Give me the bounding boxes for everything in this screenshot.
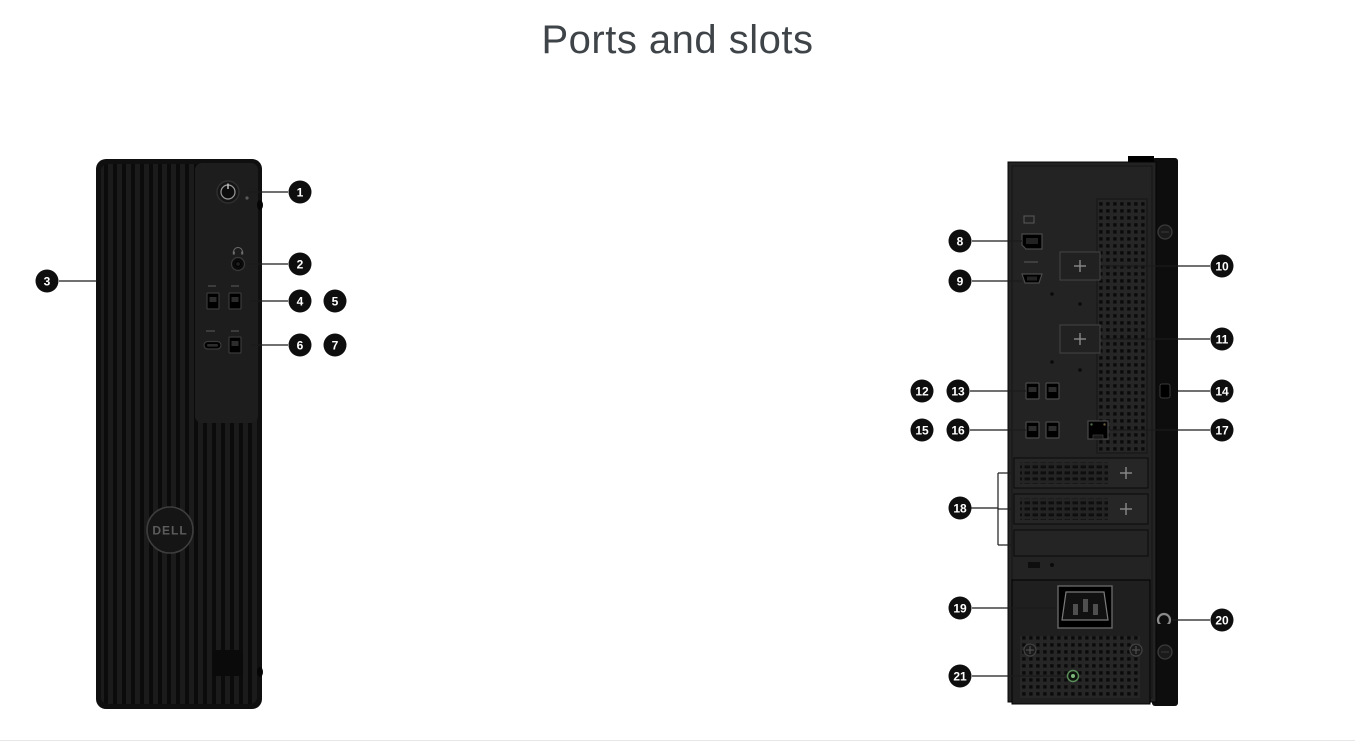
power-supply-area: [1011, 579, 1151, 705]
callout-21: 21: [948, 664, 972, 688]
callout-14: 14: [1210, 379, 1234, 403]
hdmi-icon: [1021, 261, 1043, 284]
front-bottom-panel: [213, 650, 243, 676]
callout-11: 11: [1210, 327, 1234, 351]
callout-8: 8: [948, 229, 972, 253]
callout-10: 10: [1210, 254, 1234, 278]
screw-hole: [1078, 302, 1082, 306]
screw-hole: [1050, 360, 1054, 364]
rear-usb-a-ports-row2: [1025, 421, 1060, 439]
rear-usb-a-ports-row1: [1025, 382, 1060, 400]
callout-17: 17: [1210, 418, 1234, 442]
page-title: Ports and slots: [541, 18, 814, 62]
front-chassis-illustration: DELL: [96, 159, 263, 709]
power-inlet-icon: [1057, 585, 1113, 629]
dell-logo: DELL: [146, 506, 194, 554]
security-lock-slot: [1159, 383, 1171, 399]
callout-1: 1: [288, 180, 312, 204]
expansion-slots: [1013, 457, 1149, 568]
front-usb-c-port: [203, 330, 222, 350]
rear-chassis-illustration: [1007, 156, 1178, 706]
psu-screw: [1023, 643, 1037, 657]
callout-3: 3: [35, 269, 59, 293]
callout-16: 16: [946, 418, 970, 442]
displayport-icon: [1021, 215, 1043, 250]
optional-port-slot: [1059, 251, 1101, 281]
side-screw: [257, 667, 263, 677]
psu-vent-holes: [1020, 636, 1140, 698]
rear-side-edge: [1152, 158, 1178, 706]
thumbscrew: [1157, 224, 1173, 240]
psu-diagnostic-light-icon: [1066, 669, 1080, 683]
callout-6: 6: [288, 333, 312, 357]
callout-13: 13: [946, 379, 970, 403]
psu-screw: [1129, 643, 1143, 657]
front-io-panel: [195, 163, 258, 423]
front-usb-a-ports: [206, 285, 242, 310]
callout-15: 15: [910, 418, 934, 442]
ethernet-icon: [1087, 420, 1109, 440]
side-screw: [257, 200, 263, 210]
callout-7: 7: [323, 333, 347, 357]
thumbscrew: [1157, 644, 1173, 660]
callout-2: 2: [288, 252, 312, 276]
callout-9: 9: [948, 269, 972, 293]
callout-19: 19: [948, 596, 972, 620]
vent-grille-holes: [1098, 200, 1146, 452]
callout-5: 5: [323, 289, 347, 313]
screw-hole: [1078, 368, 1082, 372]
padlock-ring-icon: [1156, 612, 1172, 629]
screw-hole: [1050, 292, 1054, 296]
svg-text:DELL: DELL: [152, 524, 187, 538]
callout-12: 12: [910, 379, 934, 403]
optional-port-slot: [1059, 324, 1101, 354]
headset-jack-icon: [230, 247, 246, 272]
callout-18: 18: [948, 496, 972, 520]
power-button-icon: [216, 180, 249, 204]
callout-20: 20: [1210, 608, 1234, 632]
front-usb-a-powershare-port: [228, 330, 242, 354]
callout-4: 4: [288, 289, 312, 313]
